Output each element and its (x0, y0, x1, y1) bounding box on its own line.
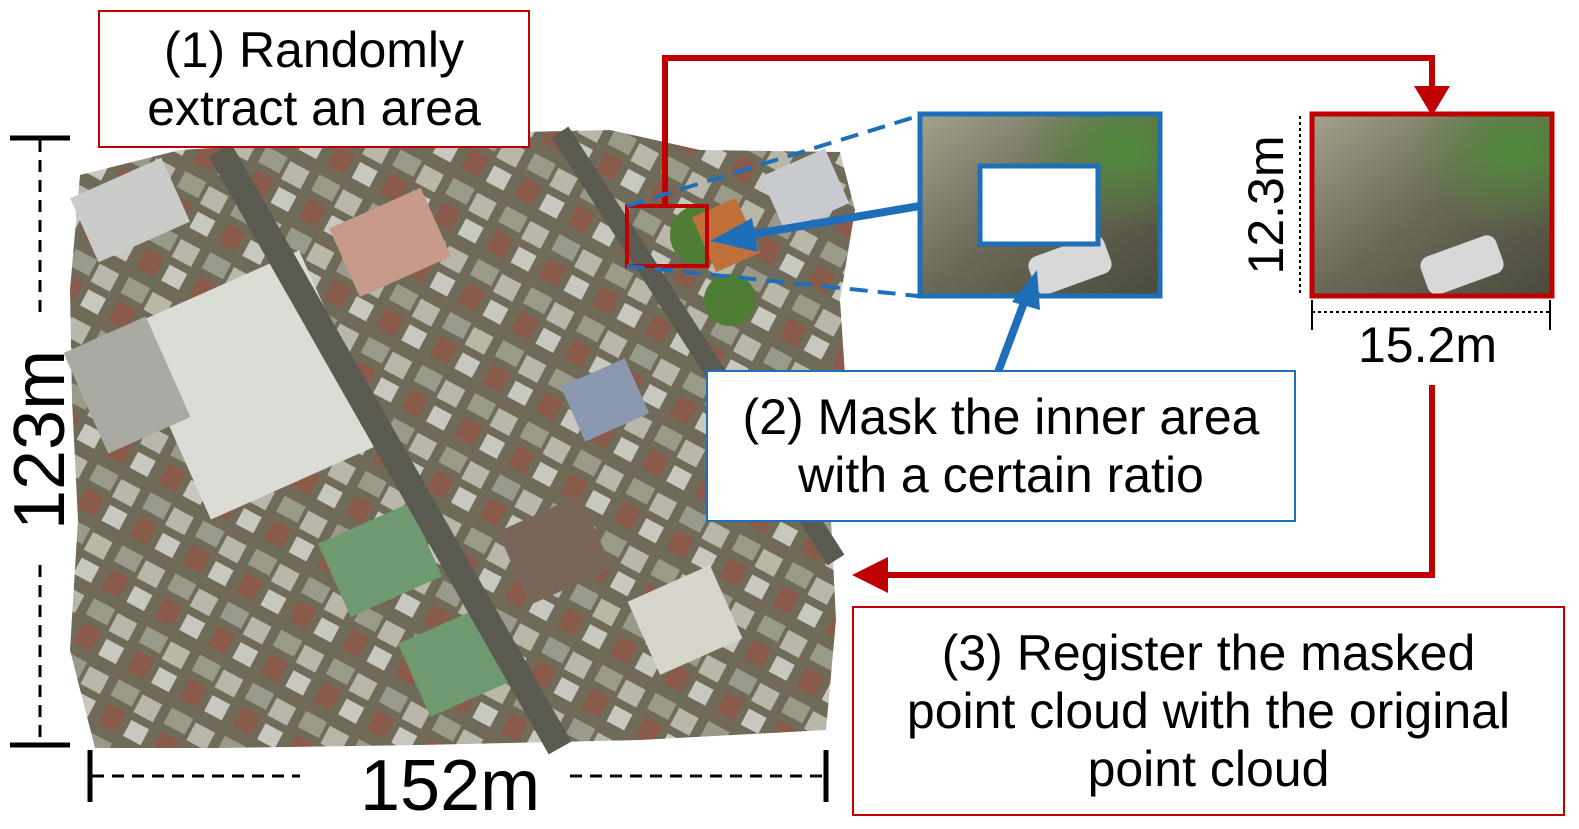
map-width-marker (87, 750, 829, 802)
mask-pointer-head (1012, 270, 1040, 310)
map-trees2 (704, 274, 756, 326)
map-road (208, 143, 572, 755)
step3-line3: point cloud (1087, 741, 1330, 797)
mask-arrow-head (710, 218, 758, 252)
patch-width-label: 15.2m (1358, 317, 1497, 373)
map-building-blue (560, 358, 650, 442)
map-building-topright (760, 148, 850, 232)
map-width-label: 152m (360, 746, 541, 826)
zoom-line-top (626, 114, 919, 208)
patch-height-label: 12.3m (1238, 135, 1294, 275)
step3-line1: (3) Register the masked (941, 625, 1476, 681)
step1-line2: extract an area (147, 80, 481, 136)
extract-arrow-head (1414, 86, 1450, 116)
step3-line2: point cloud with the original (906, 683, 1511, 739)
step2-line2: with a certain ratio (798, 447, 1204, 503)
aerial-map (63, 126, 855, 755)
map-building-white (627, 565, 743, 675)
step1-label-box: (1) Randomly extract an area (98, 10, 530, 148)
register-arrow-line (880, 385, 1435, 578)
map-height-marker (10, 135, 70, 748)
masked-inner-area (977, 163, 1101, 247)
map-building-brown (497, 495, 613, 605)
step1-line1: (1) Randomly (163, 22, 465, 78)
map-building-left (63, 316, 191, 454)
map-building-topleft (70, 157, 190, 263)
step3-label-box: (3) Register the masked point cloud with… (852, 606, 1565, 816)
step2-line1: (2) Mask the inner area (742, 389, 1260, 445)
map-building-green (318, 503, 442, 617)
register-arrow-head (852, 557, 888, 593)
map-height-label: 123m (0, 349, 80, 531)
mask-pointer-line (994, 298, 1029, 374)
mask-arrow-line (747, 202, 921, 239)
extract-arrow-line (662, 55, 1435, 206)
map-building-pink (329, 187, 452, 298)
step2-label-box: (2) Mask the inner area with a certain r… (706, 370, 1296, 522)
zoom-line-bottom (626, 264, 919, 298)
extracted-patch (1309, 111, 1555, 299)
